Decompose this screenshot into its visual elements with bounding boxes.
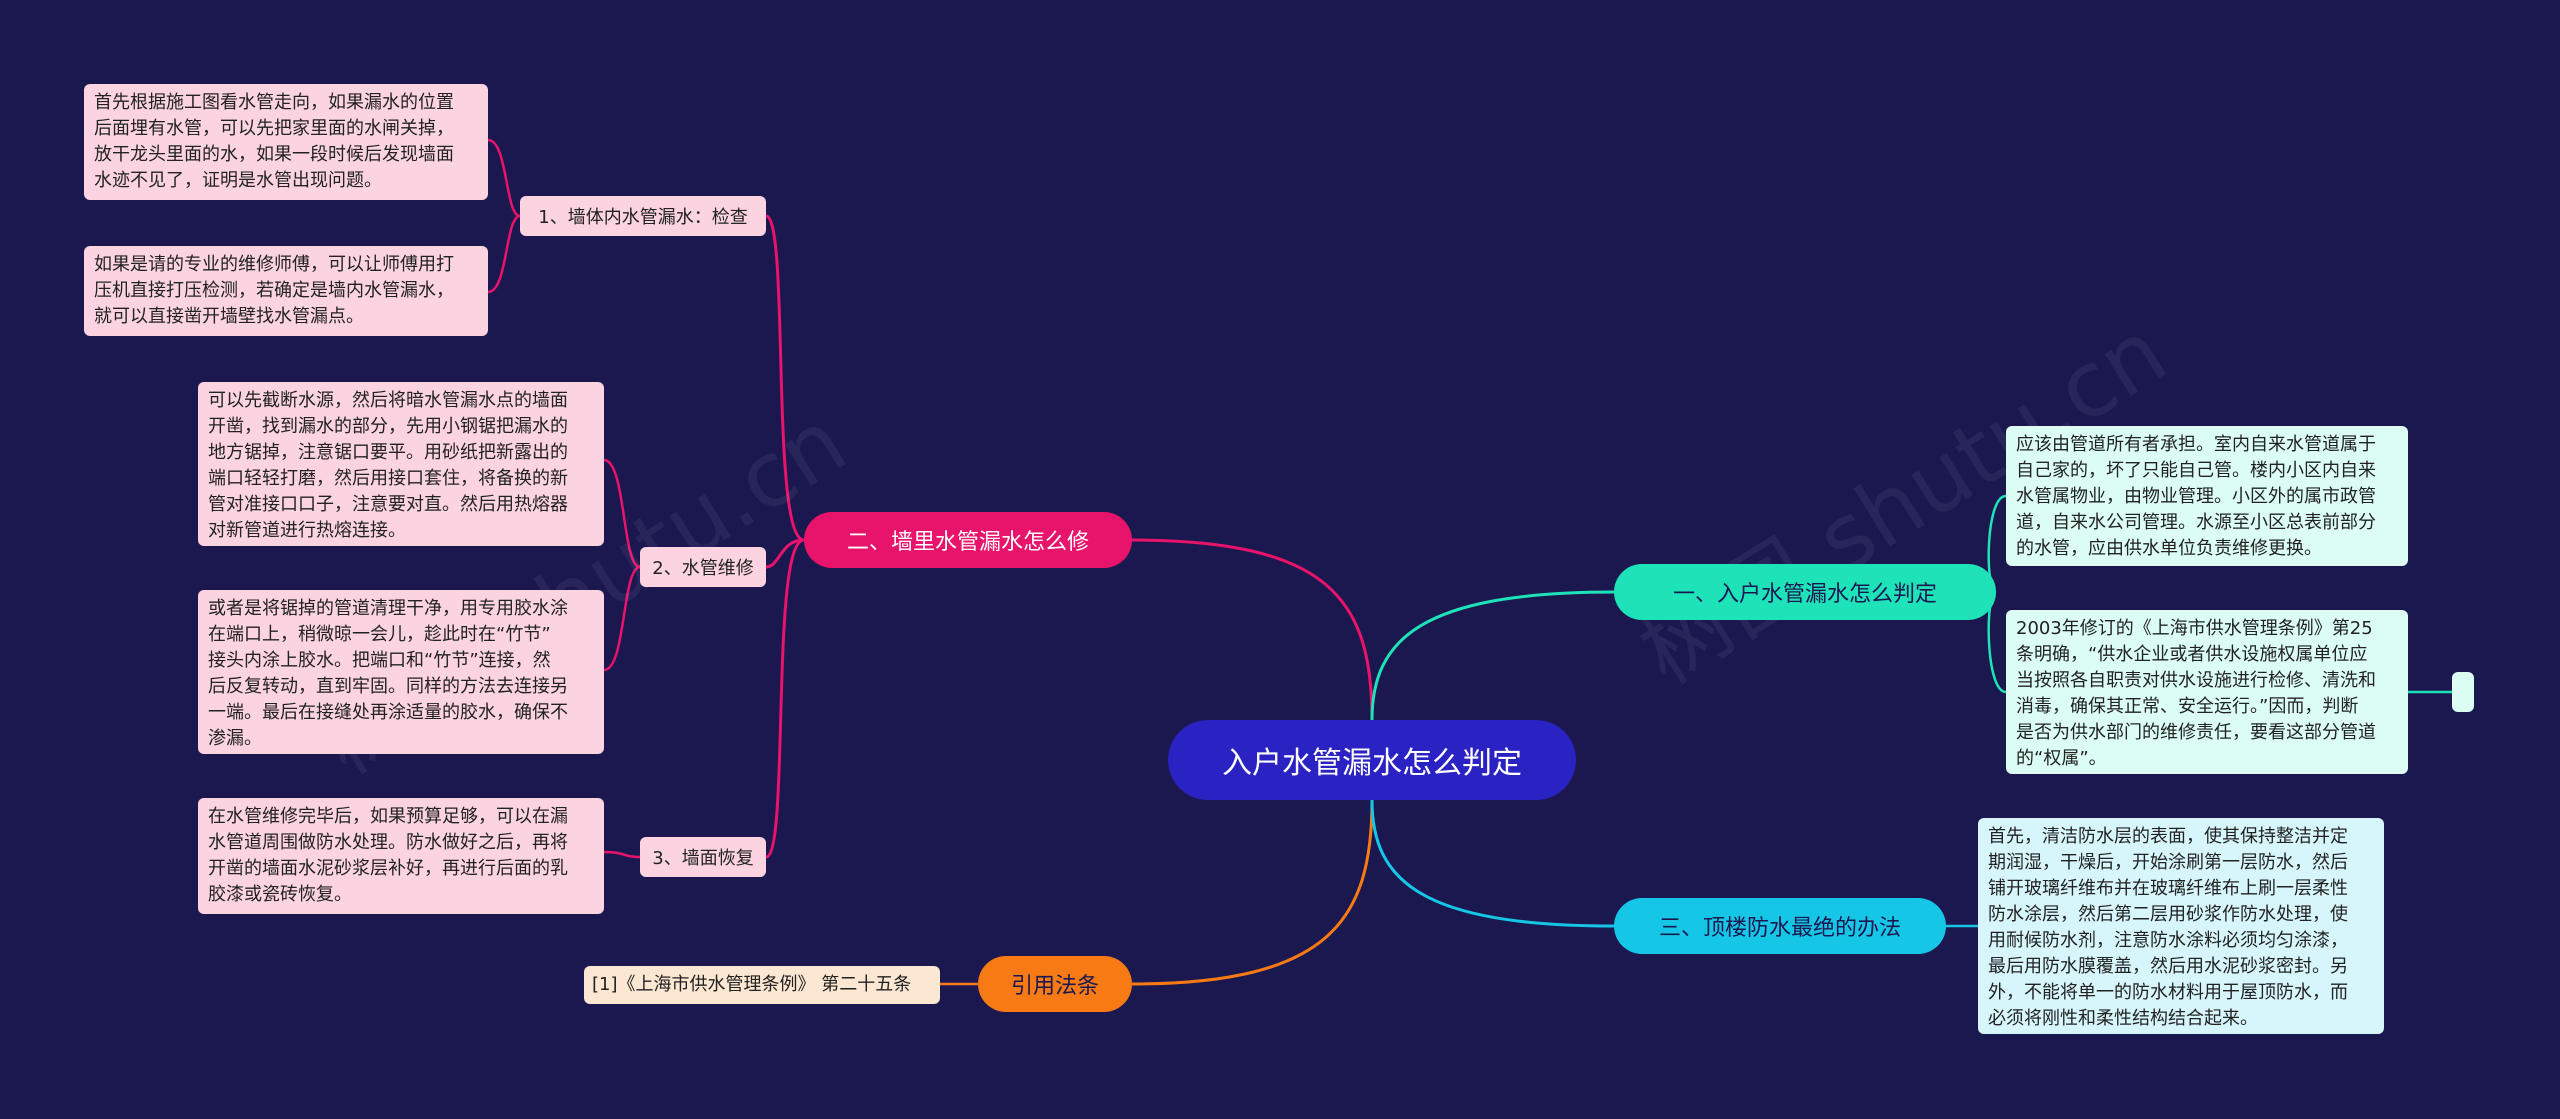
branch-leak-judgement[interactable]: 一、入户水管漏水怎么判定 [1614, 564, 1996, 620]
leaf-repair-2: 或者是将锯掉的管道清理干净，用专用胶水涂 在端口上，稍微晾一会儿，趁此时在“竹节… [198, 590, 604, 754]
link-root-right-bottom [1370, 799, 1615, 928]
link-s2-p3 [603, 458, 641, 569]
leaf-line: 期润湿，干燥后，开始涂刷第一层防水，然后 [1988, 852, 2348, 873]
leaf-line: 用耐候防水剂，注意防水涂料必须均匀涂漆， [1988, 930, 2348, 951]
leaf-line: 最后用防水膜覆盖，然后用水泥砂浆密封。另 [1988, 956, 2348, 977]
leaf-line: 2003年修订的《上海市供水管理条例》第25 [2016, 618, 2373, 639]
link-branch-s1 [765, 214, 805, 542]
leaf-line: 外，不能将单一的防水材料用于屋顶防水，而 [1988, 982, 2348, 1003]
leaf-line: 后反复转动，直到牢固。同样的方法去连接另 [208, 676, 568, 697]
link-s3-p5 [603, 850, 641, 859]
collapsed-node[interactable] [2452, 672, 2474, 712]
leaf-law-citation: [1]《上海市供水管理条例》 第二十五条 [584, 966, 940, 1004]
leaf-line: 在水管维修完毕后，如果预算足够，可以在漏 [208, 806, 568, 827]
leaf-line: 放干龙头里面的水，如果一段时候后发现墙面 [94, 144, 454, 165]
leaf-inspection-1: 首先根据施工图看水管走向，如果漏水的位置 后面埋有水管，可以先把家里面的水闸关掉… [84, 84, 488, 200]
link-root-left-bottom [1131, 799, 1374, 986]
leaf-line: 开凿的墙面水泥砂浆层补好，再进行后面的乳 [208, 858, 568, 879]
branch-wall-pipe-repair[interactable]: 二、墙里水管漏水怎么修 [804, 512, 1132, 568]
leaf-repair-1: 可以先截断水源，然后将暗水管漏水点的墙面 开凿，找到漏水的部分，先用小钢锯把漏水… [198, 382, 604, 546]
leaf-line: 或者是将锯掉的管道清理干净，用专用胶水涂 [208, 598, 568, 619]
leaf-line: 渗漏。 [208, 728, 262, 749]
sub-node-restore[interactable]: 3、墙面恢复 [640, 837, 766, 877]
leaf-line: 水迹不见了，证明是水管出现问题。 [94, 170, 382, 191]
leaf-line: 管对准接口口子，注意要对直。然后用热熔器 [208, 494, 568, 515]
leaf-line: 如果是请的专业的维修师傅，可以让师傅用打 [94, 254, 454, 275]
leaf-line: 接头内涂上胶水。把端口和“竹节”连接，然 [208, 650, 551, 671]
leaf-regulation: 2003年修订的《上海市供水管理条例》第25 条明确，“供水企业或者供水设施权属… [2006, 610, 2408, 774]
leaf-line: 防水涂层，然后第二层用砂浆作防水处理，使 [1988, 904, 2348, 925]
leaf-line: 开凿，找到漏水的部分，先用小钢锯把漏水的 [208, 416, 568, 437]
link-branch-s2 [765, 538, 805, 569]
leaf-line: 的水管，应由供水单位负责维修更换。 [2016, 538, 2322, 559]
leaf-line: 可以先截断水源，然后将暗水管漏水点的墙面 [208, 390, 568, 411]
leaf-restore: 在水管维修完毕后，如果预算足够，可以在漏 水管道周围做防水处理。防水做好之后，再… [198, 798, 604, 914]
root-node[interactable]: 入户水管漏水怎么判定 [1168, 720, 1576, 800]
leaf-inspection-2: 如果是请的专业的维修师傅，可以让师傅用打 压机直接打压检测，若确定是墙内水管漏水… [84, 246, 488, 336]
leaf-line: 的“权属”。 [2016, 748, 2107, 769]
sub-node-repair[interactable]: 2、水管维修 [640, 547, 766, 587]
leaf-line: 胶漆或瓷砖恢复。 [208, 884, 352, 905]
leaf-line: 后面埋有水管，可以先把家里面的水闸关掉， [94, 118, 454, 139]
leaf-line: 应该由管道所有者承担。室内自来水管道属于 [2016, 434, 2376, 455]
leaf-line: 首先，清洁防水层的表面，使其保持整洁并定 [1988, 826, 2348, 847]
link-branch-s3 [765, 538, 805, 859]
leaf-line: 在端口上，稍微晾一会儿，趁此时在“竹节” [208, 624, 551, 645]
leaf-line: 就可以直接凿开墙壁找水管漏点。 [94, 306, 364, 327]
leaf-line: 对新管道进行热熔连接。 [208, 520, 406, 541]
leaf-line: 必须将刚性和柔性结构结合起来。 [1988, 1008, 2258, 1029]
leaf-line: 首先根据施工图看水管走向，如果漏水的位置 [94, 92, 454, 113]
sub-node-inspection[interactable]: 1、墙体内水管漏水：检查 [520, 196, 766, 236]
link-s2-p4 [603, 565, 641, 672]
link-s1-p2 [487, 214, 521, 294]
link-root-left-top [1131, 538, 1374, 721]
leaf-line: 道，自来水公司管理。水源至小区总表前部分 [2016, 512, 2376, 533]
leaf-line: 是否为供水部门的维修责任，要看这部分管道 [2016, 722, 2376, 743]
leaf-roof-method: 首先，清洁防水层的表面，使其保持整洁并定 期润湿，干燥后，开始涂刷第一层防水，然… [1978, 818, 2384, 1034]
leaf-line: 消毒，确保其正常、安全运行。”因而，判断 [2016, 696, 2359, 717]
leaf-line: 自己家的，坏了只能自己管。楼内小区内自来 [2016, 460, 2376, 481]
leaf-line: 水管道周围做防水处理。防水做好之后，再将 [208, 832, 568, 853]
leaf-line: 压机直接打压检测，若确定是墙内水管漏水， [94, 280, 454, 301]
branch-roof-waterproof[interactable]: 三、顶楼防水最绝的办法 [1614, 898, 1946, 954]
link-root-right-top [1370, 590, 1615, 721]
leaf-line: 端口轻轻打磨，然后用接口套住，将备换的新 [208, 468, 568, 489]
leaf-line: 条明确，“供水企业或者供水设施权属单位应 [2016, 644, 2368, 665]
link-s1-p1 [487, 138, 521, 218]
branch-cited-law[interactable]: 引用法条 [978, 956, 1132, 1012]
leaf-line: [1]《上海市供水管理条例》 第二十五条 [592, 974, 912, 995]
leaf-line: 地方锯掉，注意锯口要平。用砂纸把新露出的 [208, 442, 568, 463]
leaf-line: 铺开玻璃纤维布并在玻璃纤维布上刷一层柔性 [1988, 878, 2348, 899]
leaf-line: 一端。最后在接缝处再涂适量的胶水，确保不 [208, 702, 568, 723]
leaf-line: 水管属物业，由物业管理。小区外的属市政管 [2016, 486, 2376, 507]
leaf-ownership: 应该由管道所有者承担。室内自来水管道属于 自己家的，坏了只能自己管。楼内小区内自… [2006, 426, 2408, 566]
leaf-line: 当按照各自职责对供水设施进行检修、清洗和 [2016, 670, 2376, 691]
